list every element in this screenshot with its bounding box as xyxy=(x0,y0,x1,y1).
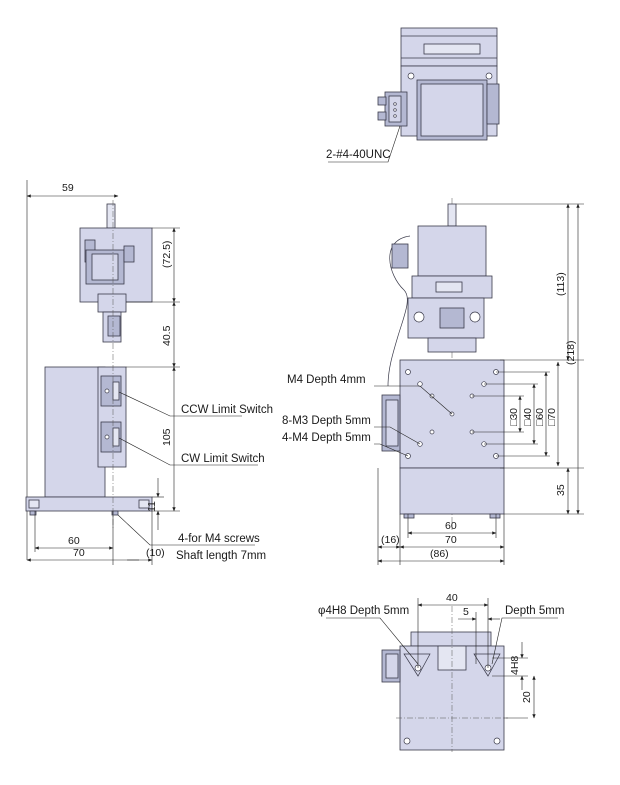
connector-icon xyxy=(377,91,408,127)
dim-bottom-slot-width: 5 xyxy=(463,606,469,618)
dim-side-base-width: 70 xyxy=(73,547,85,559)
dim-front-base-height: 35 xyxy=(555,484,567,496)
pin-hole-label: φ4H8 Depth 5mm xyxy=(318,605,409,617)
depth-label: Depth 5mm xyxy=(505,605,564,617)
top-view: 2-#4-40UNC xyxy=(326,27,500,163)
dim-side-stage-height: 105 xyxy=(161,428,173,446)
dim-square-70: □70 xyxy=(546,408,558,426)
dim-side-motor-height: (72.5) xyxy=(161,241,173,268)
dim-front-total-width: (86) xyxy=(430,548,449,560)
front-view: M4 Depth 4mm 8-M3 Depth 5mm 4-M4 Depth 5… xyxy=(282,198,584,565)
dim-side-coupling-height: 40.5 xyxy=(161,325,173,346)
m3-holes-label: 8-M3 Depth 5mm xyxy=(282,415,371,427)
dim-side-width-top: 59 xyxy=(62,182,74,194)
mount-screws-label: 4-for M4 screws xyxy=(178,533,260,545)
dim-front-left-offset: (16) xyxy=(381,534,400,546)
dim-bottom-pitch: 40 xyxy=(446,592,458,604)
connector-screws-label: 2-#4-40UNC xyxy=(326,149,391,161)
dim-side-base-thickness: 11 xyxy=(146,501,158,512)
dim-front-base-width: 70 xyxy=(445,534,457,546)
m4-depth-label: M4 Depth 4mm xyxy=(287,374,366,386)
dim-front-total-height: (218) xyxy=(565,340,577,365)
bottom-view: 40 5 φ4H8 Depth 5mm Depth 5mm 4H8 20 xyxy=(318,592,564,752)
side-view: 59 (72.5) 40.5 xyxy=(25,180,273,565)
dim-front-base-inner-width: 60 xyxy=(445,520,457,532)
ccw-switch-label: CCW Limit Switch xyxy=(181,404,273,416)
dim-bottom-slot-fit: 4H8 xyxy=(509,656,521,675)
dim-side-shaft-offset: (10) xyxy=(146,547,165,559)
dim-square-60: □60 xyxy=(534,408,546,426)
dim-square-40: □40 xyxy=(522,408,534,426)
m4-holes-label: 4-M4 Depth 5mm xyxy=(282,432,371,444)
dim-side-base-inner-width: 60 xyxy=(68,535,80,547)
dim-bottom-height: 20 xyxy=(521,691,533,703)
shaft-length-label: Shaft length 7mm xyxy=(176,550,266,562)
dim-square-30: □30 xyxy=(508,408,520,426)
dim-front-motor-height: (113) xyxy=(555,272,567,296)
cw-switch-label: CW Limit Switch xyxy=(181,453,265,465)
